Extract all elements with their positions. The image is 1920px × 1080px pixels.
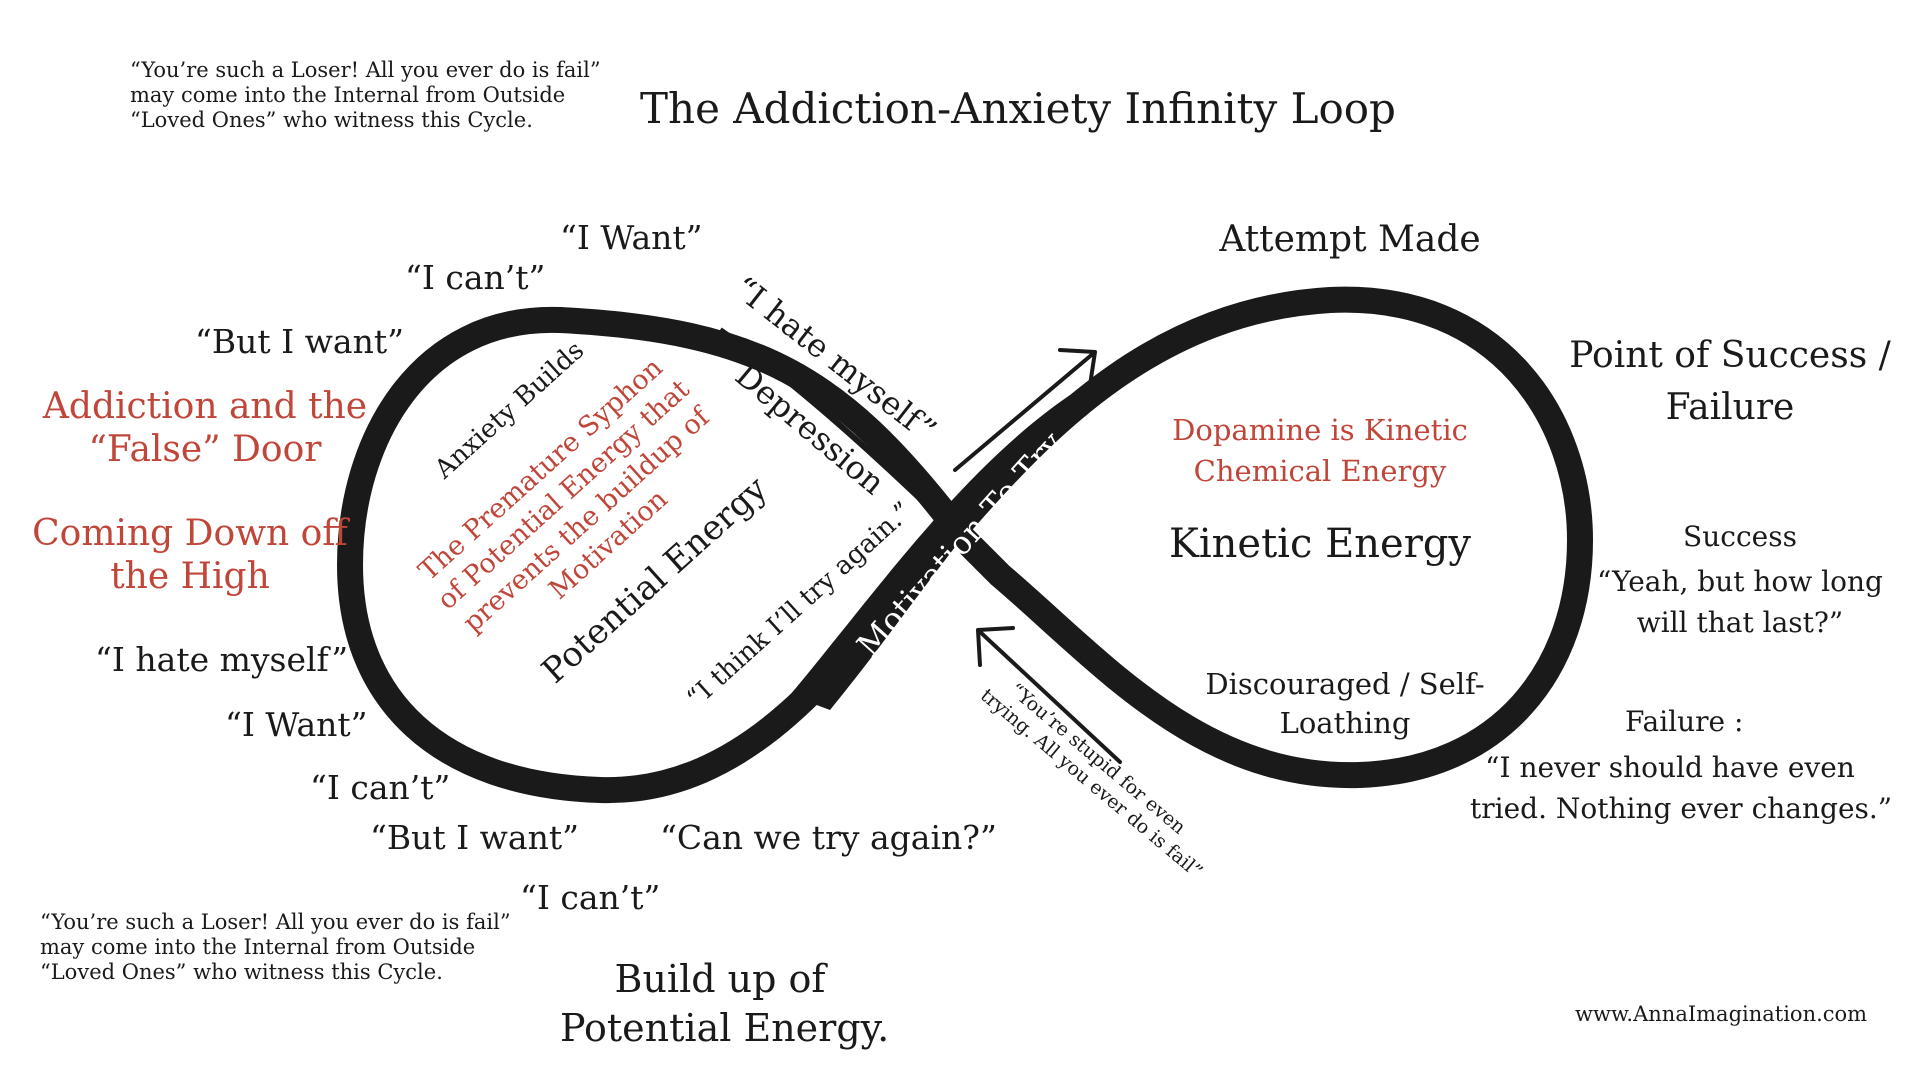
discouraged-line: Discouraged / Self-: [1205, 667, 1485, 701]
addiction-label-line: “False” Door: [88, 429, 322, 471]
left-lobe-band: [336, 306, 967, 804]
depression-label: Depression: [700, 356, 920, 502]
failure-quote-line: tried. Nothing ever changes.”: [1470, 791, 1893, 825]
crossing-line: [718, 327, 1123, 693]
right-lobe-band: [937, 286, 1594, 789]
chatter-i-hate-myself: “I hate myself”: [95, 640, 349, 679]
arrow-down-left-icon: [976, 626, 1122, 764]
page-title: The Addiction-Anxiety Infinity Loop: [640, 84, 1396, 133]
coming-down-label: Coming Down off the High: [25, 512, 355, 598]
failure-label: Failure :: [1625, 705, 1744, 738]
buildup-line: Potential Energy.: [560, 1006, 890, 1051]
success-quote: “Yeah, but how long will that last?”: [1580, 562, 1900, 643]
arrow-up-right-icon: [953, 348, 1097, 472]
kinetic-energy-label: Kinetic Energy: [1168, 521, 1472, 567]
coming-down-line: Coming Down off: [32, 513, 348, 554]
dopamine-line: Dopamine is Kinetic: [1172, 413, 1468, 447]
outside-note-bottom-line: “Loved Ones” who witness this Cycle.: [40, 960, 443, 985]
chatter-i-want-bottom: “I Want”: [225, 705, 368, 744]
motivation-band: [790, 380, 1110, 710]
chatter-i-cant-bottom: “I can’t”: [310, 768, 451, 807]
outside-note-top-line: “You’re such a Loser! All you ever do is…: [130, 58, 601, 82]
outside-note-bottom-line: “You’re such a Loser! All you ever do is…: [40, 910, 511, 934]
coming-down-line: the High: [110, 556, 270, 598]
failure-quote: “I never should have even tried. Nothing…: [1470, 748, 1893, 829]
chatter-i-cant-top: “I can’t”: [405, 258, 546, 297]
failure-quote-line: “I never should have even: [1485, 751, 1855, 784]
chatter-but-i-want-bottom: “But I want”: [370, 818, 579, 857]
chatter-i-want-top: “I Want”: [560, 218, 703, 257]
outside-note-top-line: may come into the Internal from Outside: [130, 83, 566, 108]
discouraged-label: Discouraged / Self- Loathing: [1190, 665, 1500, 743]
attempt-made-label: Attempt Made: [1219, 219, 1481, 260]
addiction-label: Addiction and the “False” Door: [40, 385, 370, 471]
dopamine-label: Dopamine is Kinetic Chemical Energy: [1160, 410, 1480, 491]
discouraged-line: Loathing: [1279, 706, 1411, 741]
success-label: Success: [1683, 520, 1797, 553]
outside-note-top: “You’re such a Loser! All you ever do is…: [130, 58, 601, 134]
buildup-label: Build up of Potential Energy.: [560, 955, 890, 1054]
website-link[interactable]: www.AnnaImagination.com: [1575, 1002, 1868, 1026]
point-line: Failure: [1665, 387, 1795, 429]
outside-note-bottom-line: may come into the Internal from Outside: [40, 935, 476, 960]
chatter-but-i-want-top: “But I want”: [195, 322, 404, 361]
outside-note-bottom: “You’re such a Loser! All you ever do is…: [40, 910, 511, 986]
chatter-can-we-try-again: “Can we try again?”: [660, 818, 997, 857]
success-quote-line: “Yeah, but how long: [1597, 565, 1883, 598]
motivation-label: Motivation To Try: [800, 424, 1120, 664]
point-line: Point of Success /: [1569, 335, 1891, 376]
success-quote-line: will that last?”: [1636, 605, 1844, 639]
stupid-note: “You’re stupid for even trying. All you …: [960, 679, 1220, 883]
dopamine-line: Chemical Energy: [1193, 453, 1447, 488]
outside-note-top-line: “Loved Ones” who witness this Cycle.: [130, 108, 533, 133]
chatter-i-cant-last: “I can’t”: [520, 878, 661, 917]
buildup-line: Build up of: [614, 957, 826, 1001]
addiction-label-line: Addiction and the: [42, 386, 368, 427]
point-label: Point of Success / Failure: [1560, 330, 1900, 434]
